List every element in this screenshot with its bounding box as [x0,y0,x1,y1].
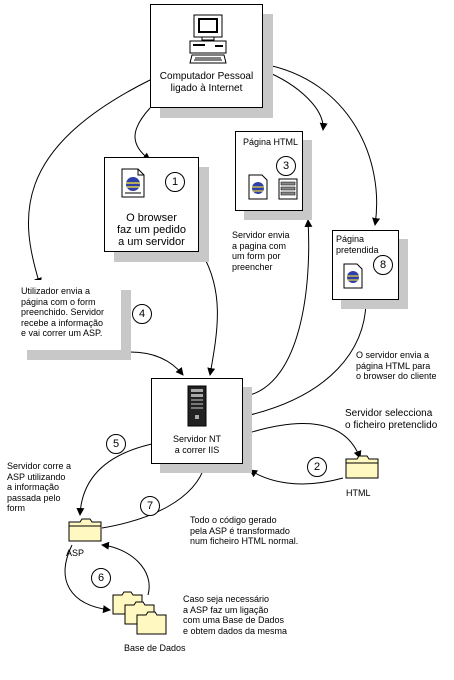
asp-folder-icon [68,518,102,542]
pc-label: Computador Pessoal ligado à Internet [159,71,254,94]
arrow-server-to-html-file [251,423,362,459]
server-sends-form-annotation: Servidor envia a pagina com um form por … [232,230,290,272]
html-folder-icon [345,455,379,479]
web-page-document-icon [248,174,268,200]
step-7-badge: 7 [140,496,160,516]
asp-file-label: ASP [66,548,85,558]
step-3-badge: 3 [276,156,296,176]
database-folders-icon [112,591,167,635]
server-runs-asp-annotation: Servidor corre a ASP utilizando a inform… [7,461,72,513]
step-2-badge: 2 [307,457,327,477]
arrow-server-to-requested-page [249,301,370,416]
arrow-database-to-asp [101,541,150,596]
arrow-server-to-html-page [249,219,313,396]
html-page-title: Página HTML [243,137,299,147]
server-label: Servidor NT a correr IIS [172,434,221,455]
requested-page-node: Página pretendida 8 [332,230,399,300]
arrow-browser-to-server [199,249,218,376]
database-label: Base de Dados [124,643,186,653]
requested-page-title: Página pretendida [336,234,379,255]
arrow-pc-to-user-submit [28,79,151,286]
html-file-label: HTML [346,488,371,498]
arrow-pc-to-requested-page [262,63,381,226]
web-page-document-icon [121,168,145,198]
arrow-pc-to-html-page [262,69,328,131]
server-selects-file-annotation: Servidor selecciona o ficheiro pretencli… [345,408,438,431]
arrow-user-submit-to-server [129,351,184,376]
web-page-document-icon [343,263,363,289]
step-8-badge: 8 [373,255,393,275]
form-fields-icon [278,178,298,200]
code-transformed-annotation: Todo o código gerado pela ASP é transfor… [190,515,299,546]
browser-label: O browser faz um pedido a um servidor [116,212,187,248]
server-tower-icon [187,385,207,427]
user-submits-annotation: Utilizador envia a página com o form pre… [21,286,105,338]
server-sends-html-annotation: O servidor envia a página HTML para o br… [356,350,437,381]
arrow-html-file-to-server [249,469,344,485]
arrow-asp-to-database [64,544,111,614]
browser-node: 1 O browser faz um pedido a um servidor [104,157,199,252]
step-6-badge: 6 [91,568,111,588]
pc-node: Computador Pessoal ligado à Internet [150,4,263,108]
arrow-pc-to-browser [134,107,151,161]
html-form-page-node: Página HTML 3 [235,131,303,211]
computer-icon [189,14,227,64]
arrow-asp-to-server [101,464,207,529]
step-4-badge: 4 [132,304,152,324]
step-1-badge: 1 [165,172,185,192]
step-5-badge: 5 [106,434,126,454]
database-connection-annotation: Caso seja necessário a ASP faz um ligaçã… [183,594,288,636]
server-node: Servidor NT a correr IIS [151,378,243,464]
user-submit-box: Utilizador envia a página com o form pre… [17,280,121,350]
